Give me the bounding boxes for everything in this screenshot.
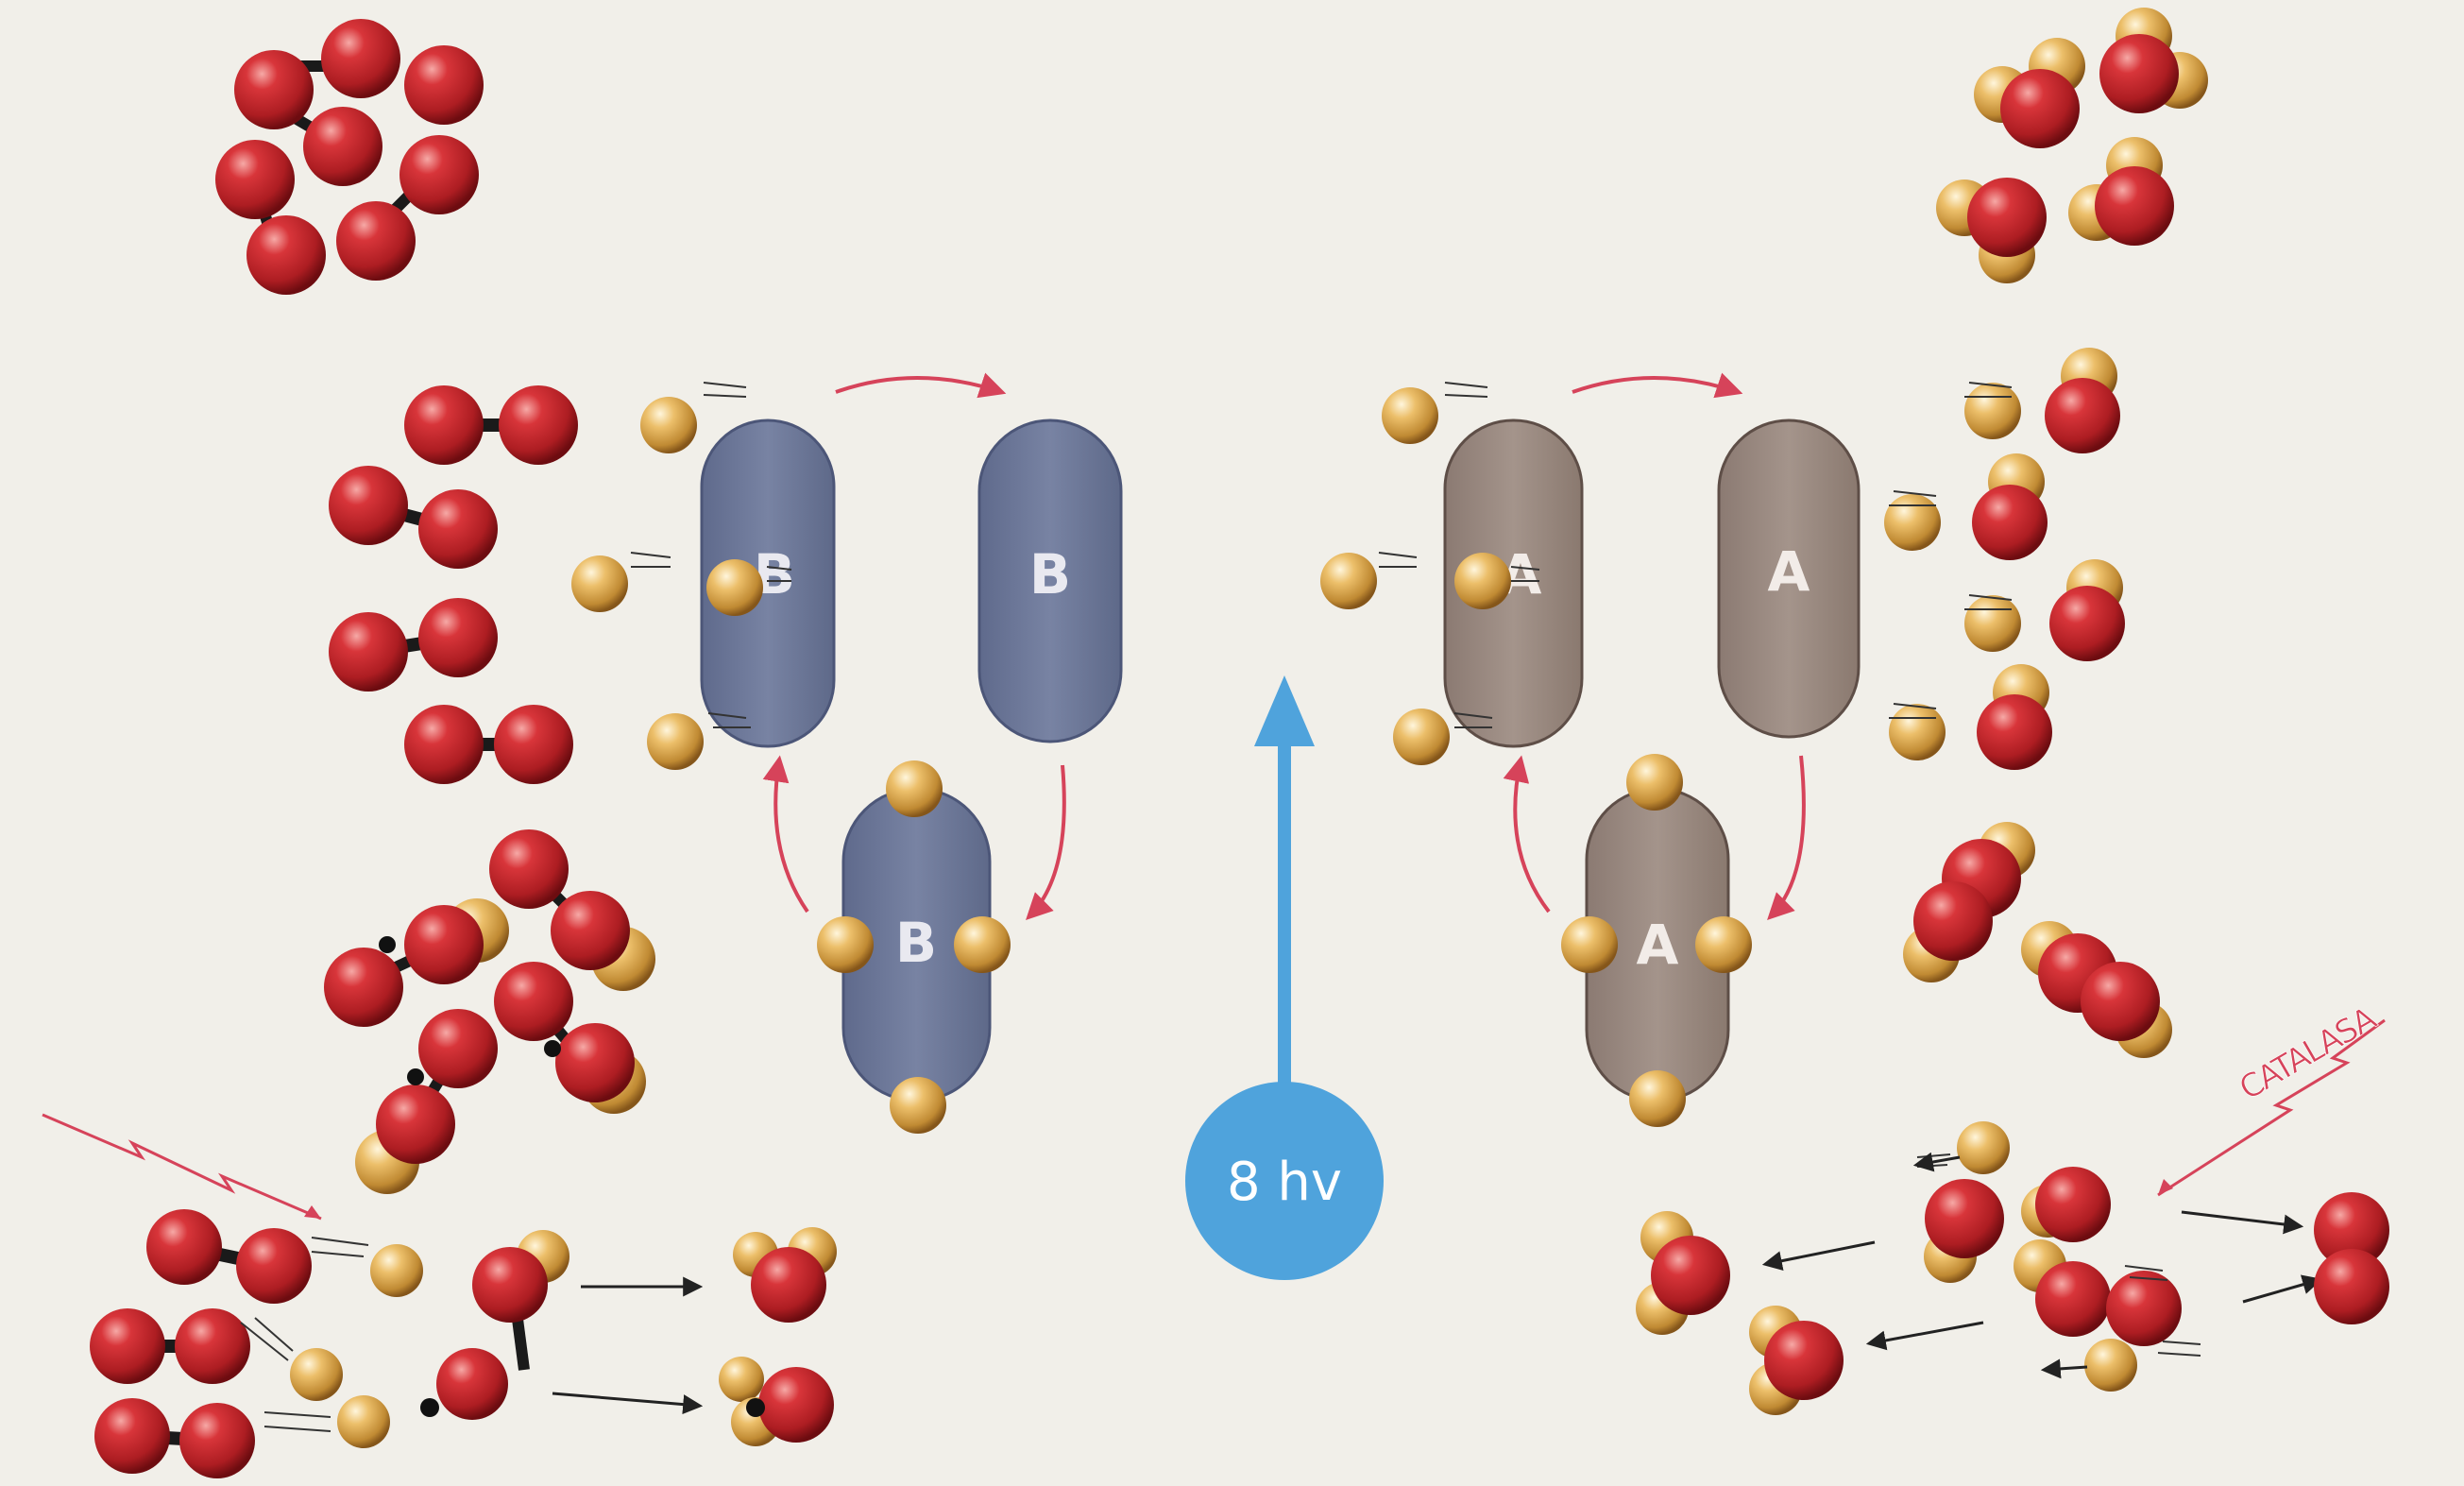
water-molecule-stack <box>1884 348 2125 770</box>
catalase-reaction: CATALASA <box>1636 999 2389 1415</box>
carrier-a-label: A <box>1768 539 1810 604</box>
carrier-b-cycle: B B B <box>571 378 1121 1134</box>
carrier-a-cycle: A A A <box>1320 378 1859 1127</box>
water-molecule-cluster <box>1936 8 2208 283</box>
oxygen-molecule-ring <box>215 19 484 295</box>
catalase-label: CATALASA <box>2234 999 2384 1108</box>
carrier-a-label: A <box>1637 913 1679 977</box>
carrier-b-label: B <box>1029 542 1071 606</box>
lightning-left <box>42 1115 321 1219</box>
carrier-b-label: B <box>895 911 937 975</box>
oxygen-molecule-stack <box>329 385 578 784</box>
water-split-left <box>90 1209 837 1478</box>
light-energy: 8 hv <box>1185 675 1384 1280</box>
light-energy-label: 8 hv <box>1227 1152 1342 1213</box>
peroxide-molecules <box>1903 822 2172 1058</box>
oxygen-chain-cluster <box>324 829 655 1194</box>
